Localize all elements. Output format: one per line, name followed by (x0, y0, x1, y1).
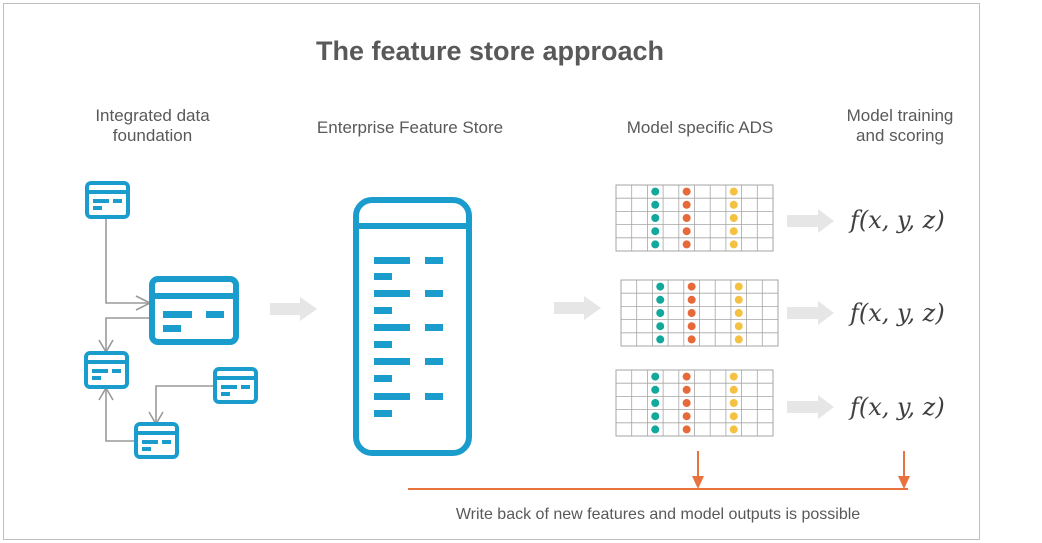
feature-dot (734, 295, 743, 304)
feature-dot (651, 399, 660, 407)
feature-dot (729, 399, 738, 407)
arrow-right-icon (554, 296, 601, 320)
feature-dot (651, 412, 660, 421)
feature-store-icon (353, 197, 472, 456)
heading-model-ads: Model specific ADS (626, 118, 774, 137)
feature-dot (734, 309, 743, 317)
feature-dot (734, 282, 743, 291)
feature-dot (734, 322, 743, 331)
feature-dot (729, 227, 738, 236)
feature-dot (651, 240, 660, 249)
feature-dot (682, 385, 691, 394)
diagram-frame (3, 3, 980, 540)
feature-dot (729, 240, 738, 249)
arrow-down-icon (692, 451, 704, 489)
model-formula-3: f(x, y, z) (850, 393, 945, 421)
feature-dot (656, 322, 665, 331)
heading-model-training-line1: Model training (846, 106, 954, 125)
feature-dot (656, 282, 665, 291)
feature-dot (729, 385, 738, 394)
heading-feature-store: Enterprise Feature Store (316, 118, 504, 137)
feature-dot (656, 309, 665, 317)
feature-dot (682, 214, 691, 222)
feature-dot (682, 200, 691, 209)
grid-table-icon (615, 184, 774, 252)
feature-dot (687, 335, 696, 344)
connector-main-to-left (105, 317, 150, 352)
feature-dot (651, 187, 660, 196)
feature-dot (682, 372, 691, 381)
feature-dot (687, 282, 696, 291)
feature-dot (682, 187, 691, 196)
database-table-icon (85, 181, 130, 219)
connector-top-to-main (105, 219, 150, 304)
feature-dot (729, 425, 738, 434)
feature-dot (682, 227, 691, 236)
feature-dot (729, 372, 738, 381)
feature-dot (734, 335, 743, 344)
feature-dot (687, 309, 696, 317)
feature-dot (651, 200, 660, 209)
heading-model-training: Model training and scoring (830, 106, 970, 146)
grid-table-icon (620, 279, 779, 347)
database-table-icon (149, 276, 239, 345)
feature-dot (682, 240, 691, 249)
feature-rows (374, 257, 443, 417)
feature-dot (682, 412, 691, 421)
feature-dot (651, 214, 660, 222)
ads-tables (615, 184, 779, 437)
feature-dot (687, 295, 696, 304)
feature-dot (682, 399, 691, 407)
feature-dot (656, 295, 665, 304)
feature-dot (656, 335, 665, 344)
feature-dot (651, 425, 660, 434)
write-back-caption: Write back of new features and model out… (455, 506, 861, 523)
arrow-right-icon (787, 395, 834, 419)
connector-bottom-to-right (155, 385, 213, 424)
database-table-icon (134, 422, 179, 459)
database-table-icon (213, 367, 258, 404)
feature-dot (682, 425, 691, 434)
database-table-icon (84, 351, 129, 389)
arrow-right-icon (787, 301, 834, 325)
feature-dot (729, 200, 738, 209)
model-formula-1: f(x, y, z) (850, 206, 945, 234)
feature-dot (687, 322, 696, 331)
feature-dot (651, 372, 660, 381)
connector-left-to-bottom (105, 388, 135, 442)
feature-dot (729, 412, 738, 421)
arrow-right-icon (270, 297, 317, 321)
arrow-right-icon (787, 209, 834, 233)
feature-dot (651, 227, 660, 236)
model-formula-2: f(x, y, z) (850, 299, 945, 327)
grid-table-icon (615, 369, 774, 437)
feature-dot (651, 385, 660, 394)
heading-integrated-data-line2: foundation (112, 126, 193, 145)
heading-model-training-line2: and scoring (856, 126, 944, 145)
arrow-down-icon (898, 451, 910, 489)
feature-dot (729, 214, 738, 222)
heading-integrated-data-line1: Integrated data (95, 106, 210, 125)
heading-integrated-data: Integrated data foundation (70, 106, 235, 146)
page-title: The feature store approach (315, 36, 665, 66)
feature-dot (729, 187, 738, 196)
